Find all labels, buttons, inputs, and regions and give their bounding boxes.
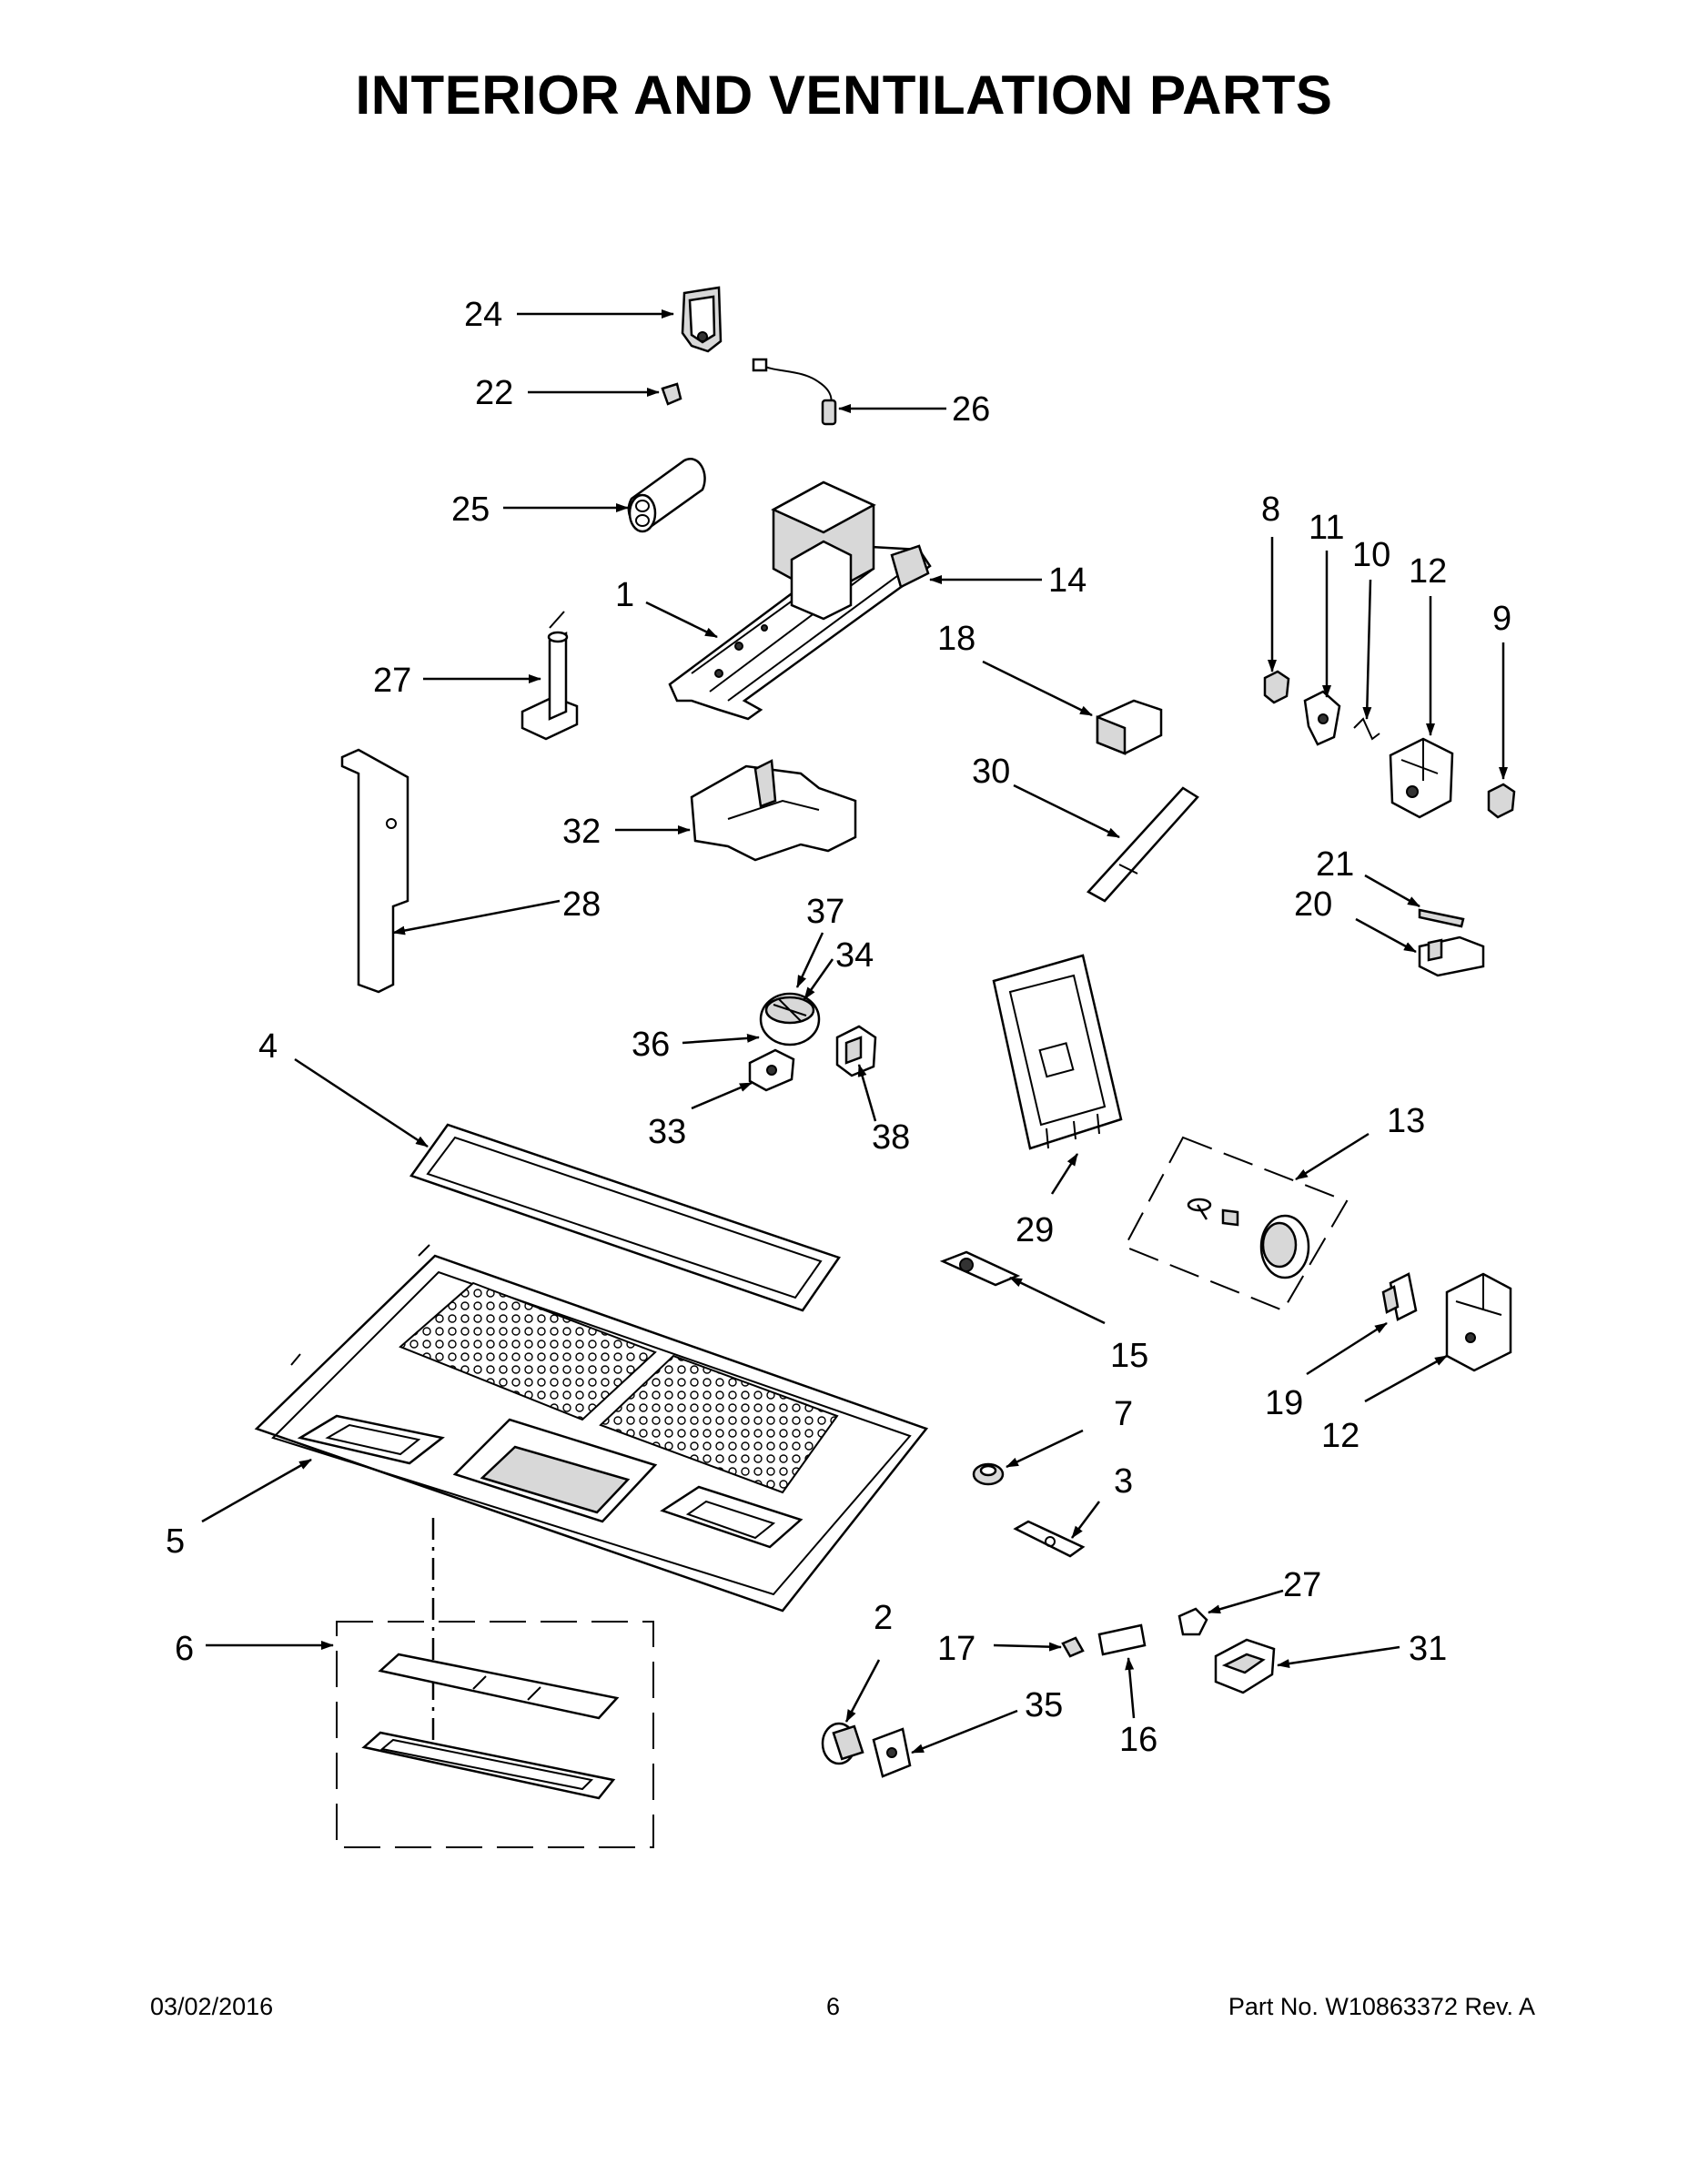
callout-26: 26 (952, 390, 990, 429)
callout-3: 3 (1114, 1462, 1133, 1501)
part-20-latch (1418, 935, 1485, 977)
part-8-switch (1263, 670, 1290, 704)
part-29-panel (992, 954, 1123, 1150)
callout-15: 15 (1110, 1337, 1148, 1375)
footer-date: 03/02/2016 (150, 1993, 274, 2020)
part-2-lamp (821, 1722, 864, 1765)
callout-29: 29 (1016, 1211, 1054, 1249)
part-1-base-plate (668, 480, 932, 721)
part-32-blower-housing (690, 759, 857, 862)
callout-arrows (201, 309, 1508, 1754)
part-27-lower (1178, 1607, 1208, 1636)
callout-34: 34 (835, 936, 874, 975)
callout-20: 20 (1294, 885, 1332, 924)
part-16-strip (1097, 1623, 1147, 1656)
callout-1: 1 (615, 576, 634, 614)
callout-6: 6 (175, 1630, 194, 1668)
callout-25: 25 (451, 490, 490, 529)
callout-8: 8 (1261, 490, 1280, 529)
callout-22: 22 (475, 374, 513, 412)
callout-4: 4 (258, 1027, 278, 1066)
callout-36: 36 (632, 1026, 670, 1064)
part-15-plate (939, 1250, 1021, 1287)
callout-9: 9 (1492, 600, 1511, 638)
part-13-group (1123, 1136, 1349, 1312)
callout-31: 31 (1409, 1630, 1447, 1668)
part-25-capacitor (627, 458, 706, 533)
callout-12-upper: 12 (1409, 552, 1447, 591)
callout-17: 17 (937, 1630, 975, 1668)
part-7-grommet (972, 1462, 1005, 1486)
callout-28: 28 (562, 885, 601, 924)
part-5-cavity-panel (254, 1244, 929, 1613)
part-38-bracket (835, 1025, 877, 1077)
callout-21: 21 (1316, 845, 1354, 884)
callout-24: 24 (464, 296, 502, 334)
callout-18: 18 (937, 620, 975, 658)
callout-30: 30 (972, 753, 1010, 791)
callout-12-lower: 12 (1321, 1417, 1359, 1455)
part-30-rod (1087, 786, 1199, 903)
callout-16: 16 (1119, 1721, 1157, 1759)
part-18-relay-box (1096, 699, 1163, 755)
part-17-clip (1061, 1636, 1085, 1658)
part-35-lamp-socket (872, 1727, 912, 1778)
callout-38: 38 (872, 1118, 910, 1157)
callout-37: 37 (806, 893, 844, 931)
part-34-fan-motor (759, 992, 821, 1046)
footer-part-number: Part No. W10863372 Rev. A (1228, 1993, 1535, 2020)
part-21-pin (1418, 908, 1465, 928)
part-19-switch (1381, 1272, 1418, 1321)
callout-19: 19 (1265, 1384, 1303, 1422)
callout-35: 35 (1025, 1686, 1063, 1724)
callout-32: 32 (562, 813, 601, 851)
callout-5: 5 (166, 1522, 185, 1561)
part-3-bracket (1013, 1520, 1086, 1558)
part-24-bracket (681, 286, 723, 353)
part-28-bracket (340, 748, 409, 994)
callout-14: 14 (1048, 561, 1087, 600)
part-10-spring (1353, 717, 1380, 741)
callout-10: 10 (1352, 536, 1390, 574)
callout-33: 33 (648, 1113, 686, 1151)
part-6-group (336, 1621, 654, 1848)
part-33-motor-mount (748, 1048, 795, 1092)
callout-13: 13 (1387, 1102, 1425, 1140)
footer-page-number: 6 (826, 1993, 841, 2020)
callout-27-lower: 27 (1283, 1566, 1321, 1604)
part-31-mount (1214, 1638, 1276, 1694)
callout-11: 11 (1309, 509, 1344, 547)
part-11-actuator (1303, 690, 1341, 746)
part-9-switch (1487, 783, 1516, 819)
callout-27-upper: 27 (373, 662, 411, 700)
part-26-wire (752, 358, 837, 426)
callout-2: 2 (874, 1599, 893, 1637)
part-12-interlock-switch-top (1389, 737, 1454, 819)
part-4-gasket (409, 1123, 841, 1312)
callout-7: 7 (1114, 1395, 1133, 1433)
page-title: INTERIOR AND VENTILATION PARTS (355, 65, 1333, 126)
part-22-clip (661, 382, 682, 406)
part-12-interlock-switch-lower (1445, 1272, 1512, 1372)
part-27-standoff-upper (521, 611, 579, 741)
